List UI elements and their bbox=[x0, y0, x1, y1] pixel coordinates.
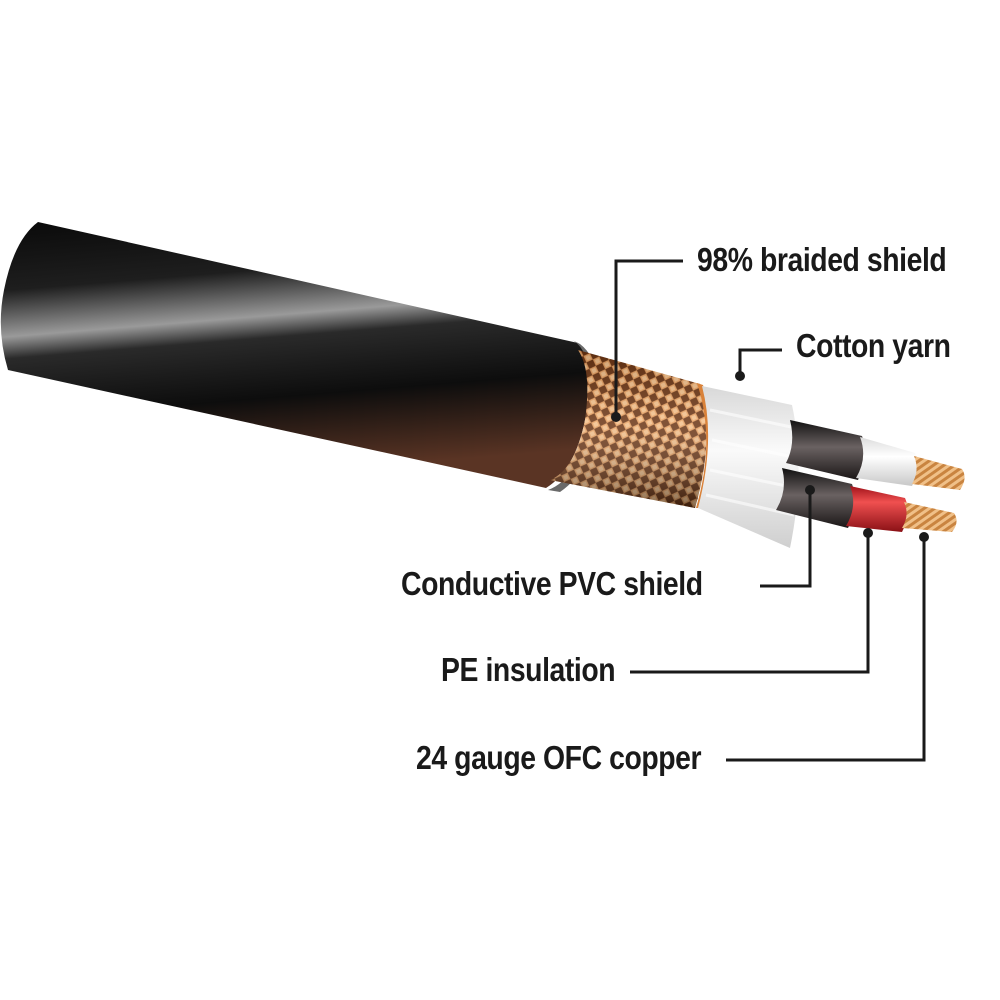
label-conductive-pvc-shield: Conductive PVC shield bbox=[401, 565, 703, 602]
leader-line-pe-insulation bbox=[630, 528, 873, 674]
leader-line-conductive-pvc-shield bbox=[760, 485, 815, 588]
outer-jacket bbox=[0, 222, 600, 492]
cotton-yarn bbox=[698, 386, 799, 548]
leader-line-ofc-copper bbox=[726, 532, 929, 762]
leader-line-braided-shield bbox=[611, 259, 683, 422]
label-braided-shield: 98% braided shield bbox=[697, 241, 947, 278]
label-cotton-yarn: Cotton yarn bbox=[796, 327, 951, 364]
upper-conductor bbox=[786, 420, 965, 490]
braided-shield bbox=[550, 350, 712, 508]
label-ofc-copper: 24 gauge OFC copper bbox=[416, 739, 702, 776]
label-pe-insulation: PE insulation bbox=[441, 651, 616, 688]
leader-line-cotton-yarn bbox=[735, 348, 782, 381]
lower-conductor bbox=[776, 468, 957, 532]
